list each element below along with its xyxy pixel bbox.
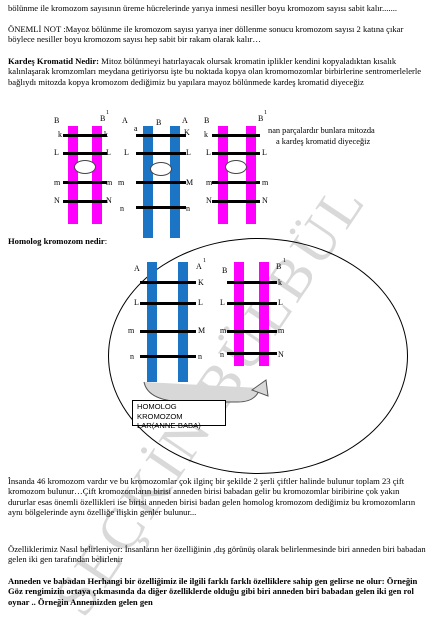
gene-label: n bbox=[130, 352, 134, 361]
gene-label: k bbox=[278, 278, 282, 287]
gene-band bbox=[212, 152, 260, 155]
gene-label: m bbox=[54, 178, 61, 187]
gene-label: a bbox=[134, 124, 138, 133]
gene-label: N bbox=[206, 196, 212, 205]
gene-label: L bbox=[124, 148, 129, 157]
gene-label: n bbox=[186, 204, 190, 213]
chromatid-bar bbox=[218, 126, 228, 224]
gene-band bbox=[227, 330, 277, 333]
gene-label: L bbox=[186, 148, 191, 157]
gene-band bbox=[136, 152, 186, 155]
gene-label: B bbox=[156, 118, 162, 127]
centromere bbox=[150, 162, 172, 176]
chromatid-bar bbox=[68, 126, 78, 224]
centromere bbox=[225, 160, 247, 174]
gene-band bbox=[140, 281, 196, 284]
gene-band bbox=[63, 200, 107, 203]
gene-label: k bbox=[204, 130, 208, 139]
chromatid-bar bbox=[92, 126, 102, 224]
gene-band bbox=[227, 352, 277, 355]
gene-label: A bbox=[122, 116, 128, 125]
paragraph-sister-chromatid: Kardeş Kromatid Nedir: Mitoz bölünmeyi h… bbox=[8, 56, 428, 87]
gene-band bbox=[136, 181, 186, 184]
homolog-label-box: HOMOLOG KROMOZOM LAR(ANNE-BABA) bbox=[132, 400, 226, 430]
gene-band bbox=[140, 330, 196, 333]
gene-label: 1 bbox=[283, 258, 286, 264]
homolog-heading: Homolog kromozom nedir: bbox=[8, 236, 108, 246]
paragraph-1: bölünme ile kromozom sayısının üreme hüc… bbox=[8, 3, 398, 13]
gene-label: k bbox=[104, 130, 108, 139]
centromere bbox=[74, 160, 96, 174]
chromosome-bar bbox=[147, 262, 157, 382]
gene-label: 1 bbox=[264, 110, 267, 116]
gene-label: B bbox=[204, 116, 210, 125]
gene-band bbox=[136, 134, 186, 137]
gene-label: K bbox=[198, 278, 204, 287]
gene-label: m bbox=[278, 326, 285, 335]
gene-band bbox=[140, 355, 196, 358]
gene-label: L bbox=[262, 148, 267, 157]
gene-label: L bbox=[206, 148, 211, 157]
paragraph-different-genes: Anneden ve babadan Herhangi bir özelliği… bbox=[8, 576, 418, 607]
gene-label: m bbox=[128, 326, 135, 335]
cell-circle bbox=[108, 238, 408, 474]
gene-label: m bbox=[206, 178, 213, 187]
gene-label: L bbox=[198, 298, 203, 307]
gene-label: B bbox=[54, 116, 60, 125]
gene-band bbox=[227, 281, 277, 284]
gene-label: k bbox=[58, 130, 62, 139]
gene-band bbox=[140, 302, 196, 305]
gene-label: B bbox=[100, 114, 106, 123]
gene-label: m bbox=[220, 326, 227, 335]
gene-label: N bbox=[278, 350, 284, 359]
gene-label: K bbox=[184, 128, 190, 137]
gene-label: B bbox=[222, 266, 228, 275]
gene-label: m bbox=[118, 178, 125, 187]
gene-label: n bbox=[220, 350, 224, 359]
gene-label: 1 bbox=[203, 258, 206, 264]
gene-label: L bbox=[278, 298, 283, 307]
gene-band bbox=[63, 134, 107, 137]
gene-label: L bbox=[134, 298, 139, 307]
dot-mark: . bbox=[8, 470, 11, 480]
paragraph-important-note: ÖNEMLİ NOT :Mayoz bölünme ile kromozom s… bbox=[8, 24, 404, 45]
gene-label: L bbox=[54, 148, 59, 157]
gene-band bbox=[212, 181, 260, 184]
gene-label: B bbox=[258, 114, 264, 123]
gene-label: m bbox=[262, 178, 269, 187]
gene-label: N bbox=[54, 196, 60, 205]
gene-band bbox=[136, 206, 186, 209]
overlay-text: nan parçalardır bunlara mitozda bbox=[268, 126, 375, 135]
gene-label: n bbox=[120, 204, 124, 213]
gene-label: M bbox=[198, 326, 206, 335]
chromosome-bar bbox=[234, 262, 244, 366]
gene-label: A bbox=[134, 264, 140, 273]
sister-chromatid-heading: Kardeş Kromatid Nedir: bbox=[8, 56, 100, 66]
gene-label: A bbox=[196, 262, 202, 271]
chromosome-bar bbox=[259, 262, 269, 366]
gene-label: B bbox=[276, 262, 282, 271]
sister-chromatid-body: Mitoz bölünmeyi hatırlayacak olursak kro… bbox=[8, 56, 422, 87]
gene-label: L bbox=[220, 298, 225, 307]
chromosome-bar bbox=[178, 262, 188, 382]
gene-label: L bbox=[106, 148, 111, 157]
gene-band bbox=[227, 302, 277, 305]
gene-band bbox=[63, 152, 107, 155]
gene-label: 1 bbox=[106, 110, 109, 116]
gene-label: n bbox=[198, 352, 202, 361]
gene-label: N bbox=[262, 196, 268, 205]
gene-band bbox=[212, 134, 260, 137]
gene-label: A bbox=[182, 116, 188, 125]
chromatid-bar bbox=[246, 126, 256, 224]
gene-band bbox=[63, 181, 107, 184]
gene-label: m bbox=[106, 178, 113, 187]
gene-label: M bbox=[186, 178, 194, 187]
paragraph-46-chromosomes: İnsanda 46 kromozom vardır ve bu kromozo… bbox=[8, 476, 416, 518]
overlay-text: a kardeş kromatid diyeceğiz bbox=[276, 137, 371, 146]
gene-band bbox=[212, 200, 260, 203]
paragraph-traits: Özelliklerimiz Nasıl belirleniyor: İnsan… bbox=[8, 544, 426, 565]
gene-label: N bbox=[106, 196, 112, 205]
